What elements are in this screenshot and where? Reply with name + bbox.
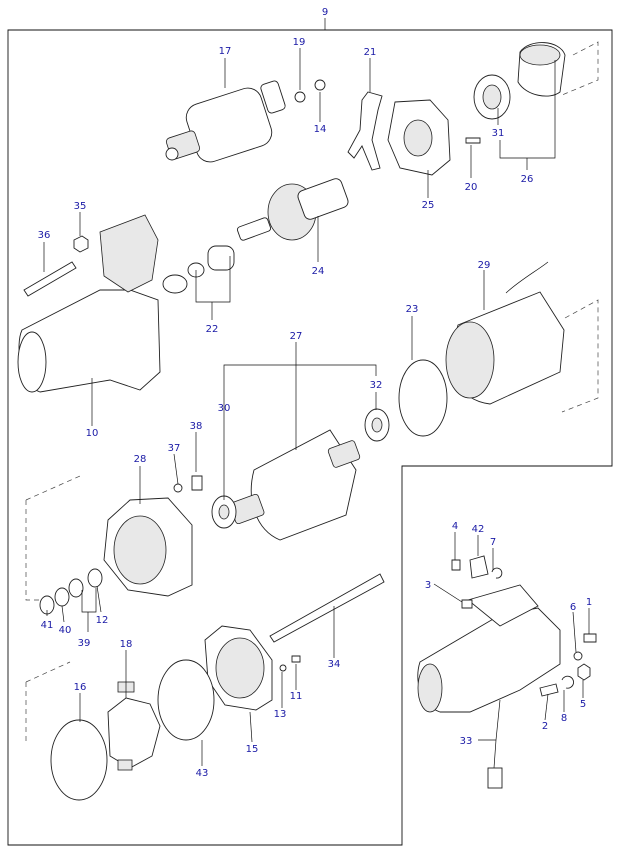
thrust-washer [87,568,103,588]
assembly-frame [7,29,613,846]
o-ring [398,359,448,437]
callout-20: 20 [465,182,478,193]
thrust-washer [68,578,84,598]
solenoid-switch [165,80,286,163]
callout-10: 10 [86,428,99,439]
through-bolt [269,573,385,643]
callout-40: 40 [59,625,72,636]
bushing [162,274,188,294]
callout-29: 29 [478,260,491,271]
callout-39: 39 [78,638,91,649]
callout-24: 24 [312,266,325,277]
o-ring [50,719,108,801]
ball-bearing [473,74,511,120]
callout-32: 32 [370,380,383,391]
shift-lever [347,91,383,171]
drive-end-plate [387,99,451,176]
callout-3: 3 [425,580,431,591]
washer [173,483,183,493]
end-cap [517,42,566,97]
callout-2: 2 [542,721,548,732]
dashed-guide [561,299,599,413]
washer [573,651,583,661]
callout-11: 11 [290,691,303,702]
callout-26: 26 [521,174,534,185]
callout-5: 5 [580,699,586,710]
callout-33: 33 [460,736,473,747]
callout-1: 1 [586,597,592,608]
callout-13: 13 [274,709,287,720]
dashed-guide [25,475,81,601]
callout-14: 14 [314,124,327,135]
leader-lines [43,48,590,766]
washer [314,79,326,91]
ball-bearing [364,408,390,442]
callout-41: 41 [41,620,54,631]
callout-15: 15 [246,744,259,755]
callout-16: 16 [74,682,87,693]
overrunning-clutch [236,178,349,241]
callout-30: 30 [218,403,231,414]
callout-8: 8 [561,713,567,724]
through-bolt [23,261,77,297]
starter-assembly-inset [417,584,561,789]
callout-38: 38 [190,421,203,432]
callout-23: 23 [406,304,419,315]
cap-cover [469,555,489,579]
callout-18: 18 [120,639,133,650]
callout-17: 17 [219,46,232,57]
callout-21: 21 [364,47,377,58]
screw [465,137,481,144]
callout-4: 4 [452,521,458,532]
nut [73,235,89,253]
o-ring [157,659,215,741]
washer [294,91,306,103]
clip [491,567,503,579]
callout-22: 22 [206,324,219,335]
yoke-assembly [445,261,565,405]
bushing [207,245,235,271]
callout-42: 42 [472,524,485,535]
dashed-guide [25,661,71,742]
washer [279,664,287,672]
nut [577,663,591,681]
brush-holder [107,681,161,771]
callout-27: 27 [290,331,303,342]
callout-7: 7 [490,537,496,548]
motor-housing [17,214,161,393]
callout-12: 12 [96,615,109,626]
callout-35: 35 [74,201,87,212]
callout-9: 9 [322,7,328,18]
callout-43: 43 [196,768,209,779]
callout-labels: 9 17 19 21 14 31 20 26 25 35 36 24 29 23… [38,7,593,779]
thrust-washer [54,587,70,607]
ball-bearing [211,495,237,529]
armature [229,429,361,541]
dashed-guide [561,41,599,96]
screw [291,655,301,663]
callout-6: 6 [570,602,576,613]
callout-34: 34 [328,659,341,670]
screw [583,633,597,643]
callout-37: 37 [168,443,181,454]
screw [461,599,473,609]
callout-25: 25 [422,200,435,211]
terminal [539,683,559,697]
callout-28: 28 [134,454,147,465]
callout-31: 31 [492,128,505,139]
callout-19: 19 [293,37,306,48]
clip [561,675,574,689]
callout-36: 36 [38,230,51,241]
screw [191,475,203,491]
screw [451,559,461,571]
commutator-end-cover [204,625,273,711]
rear-bracket [103,497,193,597]
